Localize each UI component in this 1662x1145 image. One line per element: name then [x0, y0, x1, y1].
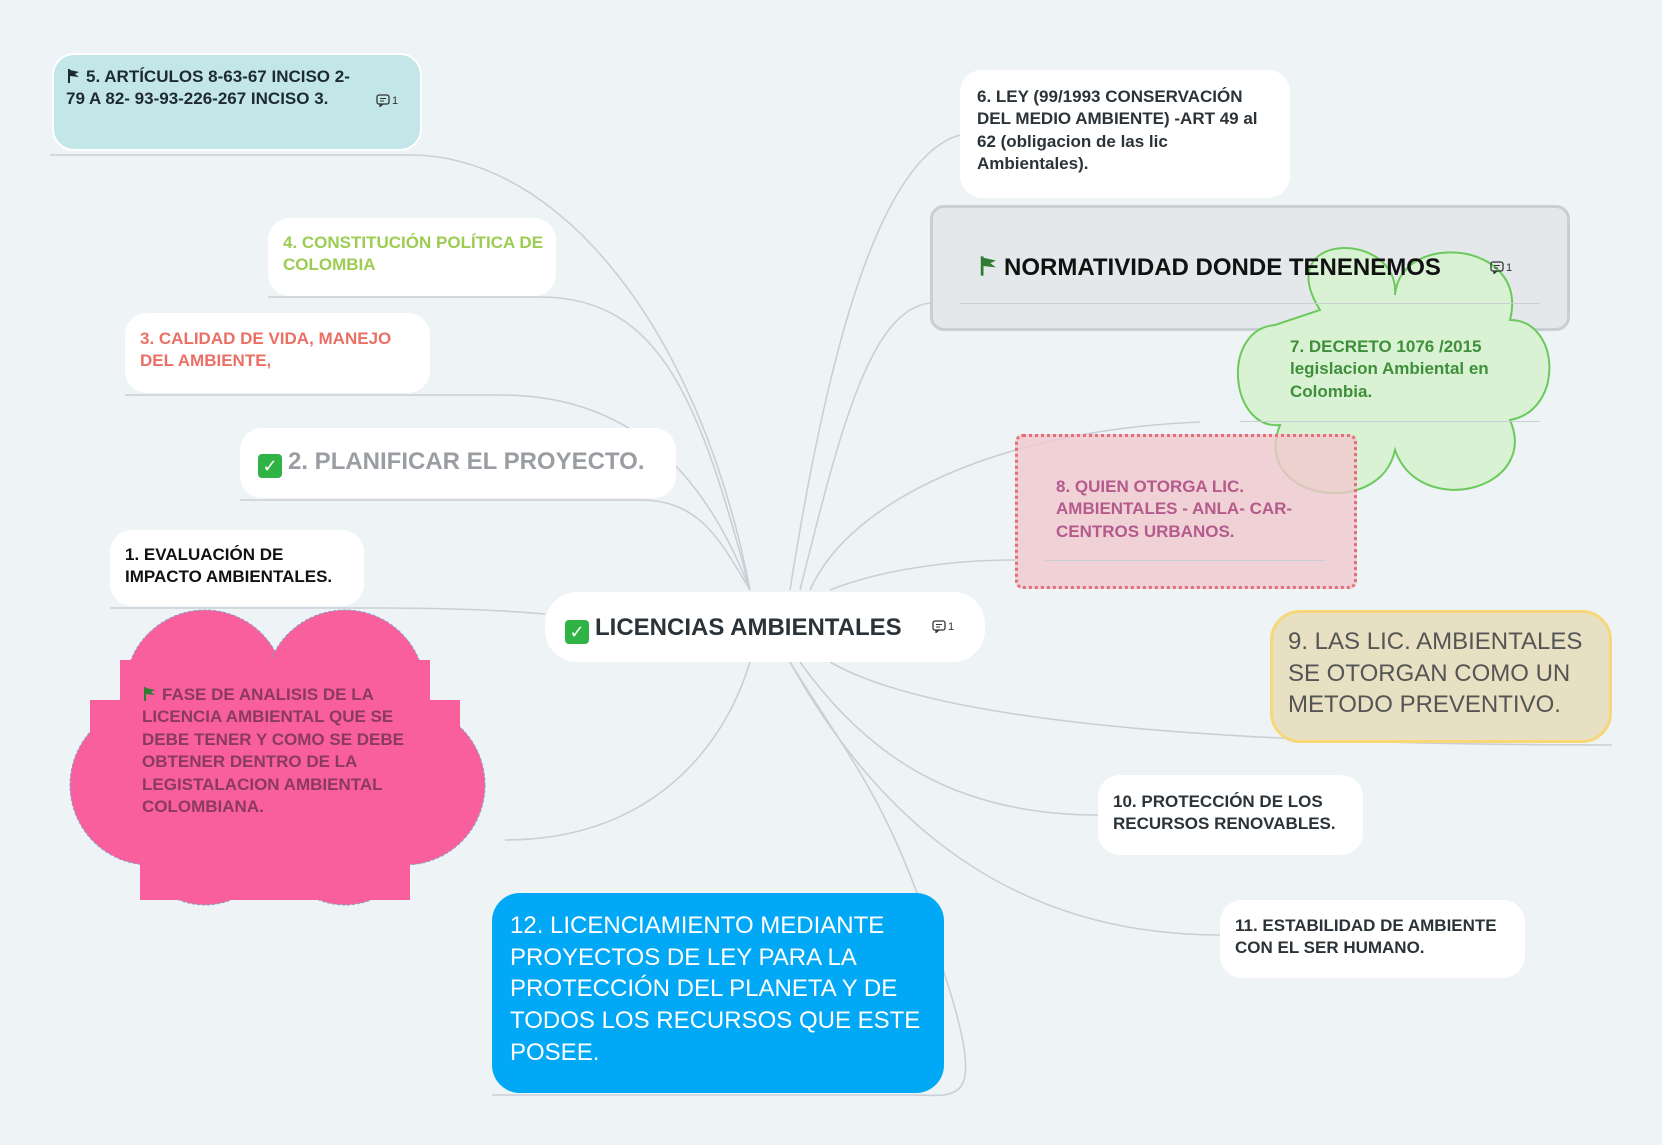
- node-4-label: 4. CONSTITUCIÓN POLÍTICA DE COLOMBIA: [283, 233, 544, 275]
- node-8-label: 8. QUIEN OTORGA LIC. AMBIENTALES - ANLA-…: [1056, 477, 1293, 541]
- node-1-label: 1. EVALUACIÓN DE IMPACTO AMBIENTALES.: [125, 545, 333, 587]
- node-9-metodo-preventivo[interactable]: [1270, 610, 1612, 743]
- node-8-quien-otorga[interactable]: [1015, 434, 1357, 589]
- link-n4: [268, 296, 751, 591]
- link-nnorm: [799, 302, 931, 591]
- link-n5: [50, 154, 751, 591]
- node-2-planificar[interactable]: [240, 428, 676, 498]
- link-n10: [799, 661, 1099, 816]
- node-2-label: ✓2. PLANIFICAR EL PROYECTO.: [258, 446, 678, 478]
- node-8-underline: [1045, 560, 1325, 561]
- comment-badge-center[interactable]: 1: [932, 620, 954, 633]
- link-n9: [829, 661, 1613, 746]
- node-5-articulos[interactable]: [52, 53, 422, 151]
- flag-icon: [980, 256, 996, 276]
- link-n8: [829, 559, 1016, 591]
- node-6-label: 6. LEY (99/1993 CONSERVACIÓN DEL MEDIO A…: [977, 87, 1258, 174]
- central-node-licencias[interactable]: [545, 592, 985, 662]
- comment-icon: [1490, 261, 1504, 274]
- node-3-calidad[interactable]: [125, 313, 430, 393]
- node-6-ley[interactable]: [960, 70, 1290, 198]
- link-n7: [809, 421, 1201, 591]
- node-fase-label: FASE DE ANALISIS DE LA LICENCIA AMBIENTA…: [142, 685, 404, 817]
- node-normatividad-label: NORMATIVIDAD DONDE TENENEMOS: [978, 252, 1498, 284]
- node-10-label: 10. PROTECCIÓN DE LOS RECURSOS RENOVABLE…: [1113, 792, 1336, 834]
- link-n1: [110, 607, 546, 615]
- node-12-licenciamiento[interactable]: [492, 893, 944, 1093]
- node-9-label: 9. LAS LIC. AMBIENTALES SE OTORGAN COMO …: [1288, 628, 1583, 719]
- flag-icon: [144, 687, 155, 701]
- node-5-label: 5. ARTÍCULOS 8-63-67 INCISO 2-79 A 82- 9…: [66, 67, 350, 109]
- node-7-underline: [1240, 421, 1540, 422]
- comment-badge-n5[interactable]: 1: [376, 94, 398, 107]
- link-n11: [789, 661, 1221, 936]
- comment-icon: [376, 94, 390, 107]
- flag-icon: [68, 69, 79, 83]
- node-4-constitucion[interactable]: [268, 218, 556, 296]
- node-1-evaluacion[interactable]: [110, 530, 364, 606]
- check-icon: ✓: [258, 454, 282, 478]
- node-3-label: 3. CALIDAD DE VIDA, MANEJO DEL AMBIENTE,: [140, 329, 392, 371]
- node-7-label: 7. DECRETO 1076 /2015 legislacion Ambien…: [1290, 337, 1489, 401]
- normatividad-underline: [960, 303, 1540, 304]
- check-icon: ✓: [565, 620, 589, 644]
- comment-icon: [932, 620, 946, 633]
- comment-badge-normatividad[interactable]: 1: [1490, 261, 1512, 274]
- link-n6: [789, 134, 961, 591]
- link-nfase: [504, 661, 751, 841]
- node-11-label: 11. ESTABILIDAD DE AMBIENTE CON EL SER H…: [1235, 916, 1497, 958]
- node-12-label: 12. LICENCIAMIENTO MEDIANTE PROYECTOS DE…: [510, 912, 921, 1066]
- link-n2: [240, 499, 751, 591]
- central-node-label: ✓LICENCIAS AMBIENTALES: [565, 612, 945, 644]
- node-11-estabilidad[interactable]: [1220, 900, 1525, 978]
- node-10-proteccion[interactable]: [1098, 775, 1363, 855]
